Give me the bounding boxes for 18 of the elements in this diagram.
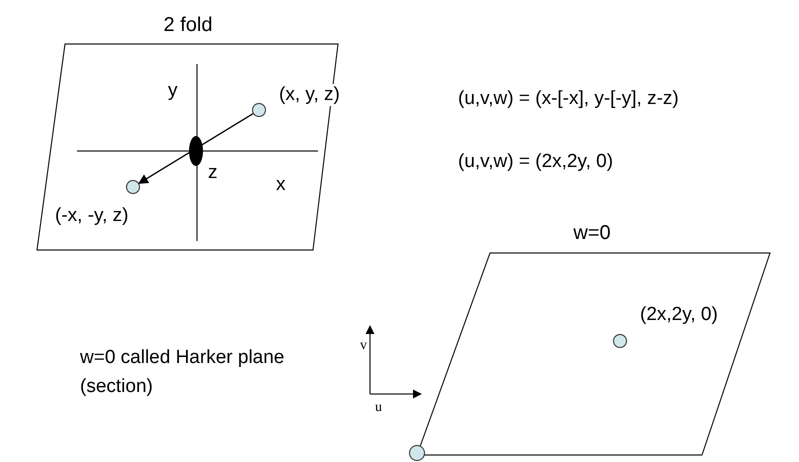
point-marker <box>252 103 266 117</box>
point-marker <box>126 180 140 194</box>
note-text: w=0 called Harker plane (section) <box>80 346 286 398</box>
plane-title: w=0 <box>573 222 611 244</box>
point-marker <box>613 334 627 348</box>
plane-title: 2 fold <box>164 14 212 36</box>
equation-text: (u,v,w) = (x-[-x], y-[-y], z-z) <box>458 88 679 110</box>
coordinate-label: (-x, -y, z) <box>55 205 129 227</box>
axis-label: u <box>375 400 382 416</box>
axis-label: z <box>208 162 218 184</box>
axis-label: y <box>168 80 178 102</box>
axis-label: v <box>360 338 367 354</box>
equation-text: (u,v,w) = (2x,2y, 0) <box>458 151 614 173</box>
coordinate-label: (2x,2y, 0) <box>640 304 718 326</box>
coordinate-label: (x, y, z) <box>279 84 340 106</box>
point-marker <box>409 445 425 461</box>
arrow <box>138 113 254 184</box>
axis-label: x <box>276 174 286 196</box>
